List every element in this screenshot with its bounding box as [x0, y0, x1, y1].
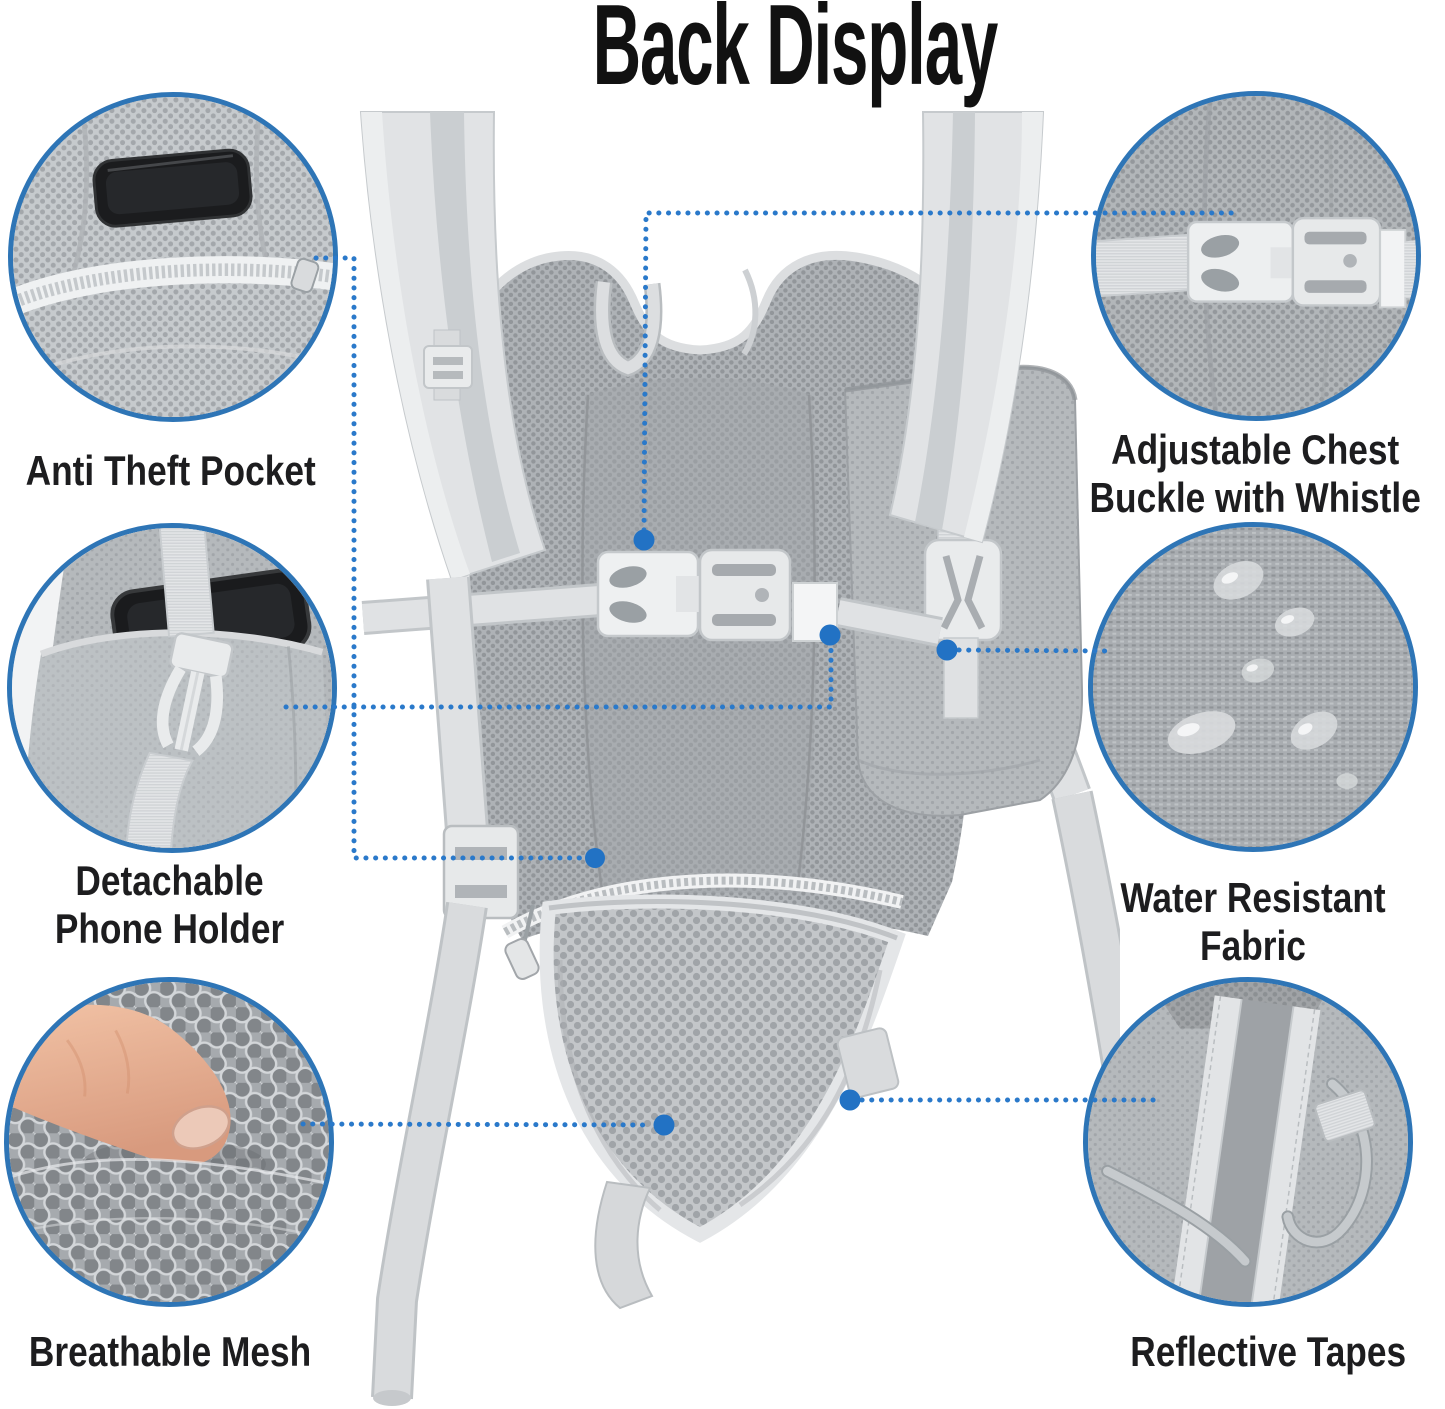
feature-photo-breathable-mesh: [4, 977, 334, 1307]
feature-photo-reflective-tapes: [1083, 977, 1413, 1307]
feature-label-detachable-phone-holder: Detachable Phone Holder: [55, 857, 285, 952]
strap-keeper: [1379, 228, 1407, 309]
feature-photo-water-resistant-fabric: [1088, 522, 1418, 852]
feature-photo-adjustable-chest-buckle: [1091, 91, 1421, 421]
side-webbing-loop: [836, 1027, 900, 1099]
feature-photo-anti-theft-pocket: [8, 92, 338, 422]
feature-label-breathable-mesh: Breathable Mesh: [28, 1328, 312, 1375]
cord-loop: [1314, 1089, 1376, 1143]
feature-label-anti-theft-pocket: Anti Theft Pocket: [25, 447, 317, 494]
fingernail: [171, 1105, 231, 1150]
holder-strap: [158, 528, 215, 638]
zipper-pull: [504, 938, 540, 980]
water-droplets: [1167, 561, 1358, 789]
holder-buckle: [156, 632, 234, 756]
whistle-hole: [1343, 254, 1357, 268]
feature-label-adjustable-chest-buckle: Adjustable Chest Buckle with Whistle: [1089, 426, 1421, 521]
strap-keeper: [792, 582, 838, 642]
phone-in-pocket: [92, 148, 253, 228]
right-lower-strap: [1051, 790, 1120, 1185]
finger: [9, 1004, 231, 1166]
whistle-hole: [755, 588, 769, 602]
feature-label-reflective-tapes: Reflective Tapes: [1130, 1328, 1406, 1375]
backpack-back-view-illustration: [359, 111, 1120, 1406]
bottom-mesh-bulge: [539, 894, 906, 1310]
page-title: Back Display: [592, 0, 999, 109]
feature-photo-detachable-phone-holder: [7, 523, 337, 853]
chest-buckle: [596, 548, 838, 642]
bungee-cords: [1101, 1077, 1376, 1268]
bottom-strap-loop: [594, 1180, 654, 1310]
feature-label-water-resistant-fabric: Water Resistant Fabric: [1120, 874, 1386, 969]
